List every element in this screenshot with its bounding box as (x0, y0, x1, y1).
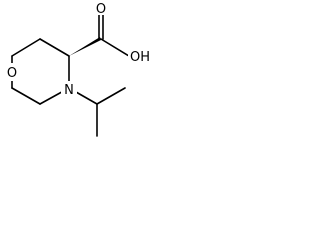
bond-carboxyl-oh (100, 38, 130, 57)
carbonyl-oxygen-label-bg (94, 0, 109, 15)
ring-nitrogen-label: N (64, 83, 74, 98)
hydroxyl-label: OH (130, 50, 150, 65)
ring-nitrogen-label-bg (61, 81, 77, 97)
chemical-structure: O N O OH (4, 0, 152, 137)
carbonyl-oxygen-label: O (96, 2, 106, 17)
bond-isopropyl-methyl-right (96, 87, 126, 105)
ring-oxygen-label: O (7, 66, 17, 81)
bond-c2-c3 (39, 38, 70, 57)
bond-c5-c6 (11, 87, 41, 105)
stereo-wedge-bond (69, 37, 101, 56)
ring-oxygen-label-bg (4, 63, 19, 81)
bond-o1-c2 (11, 38, 41, 57)
hydroxyl-label-bg (128, 48, 152, 65)
